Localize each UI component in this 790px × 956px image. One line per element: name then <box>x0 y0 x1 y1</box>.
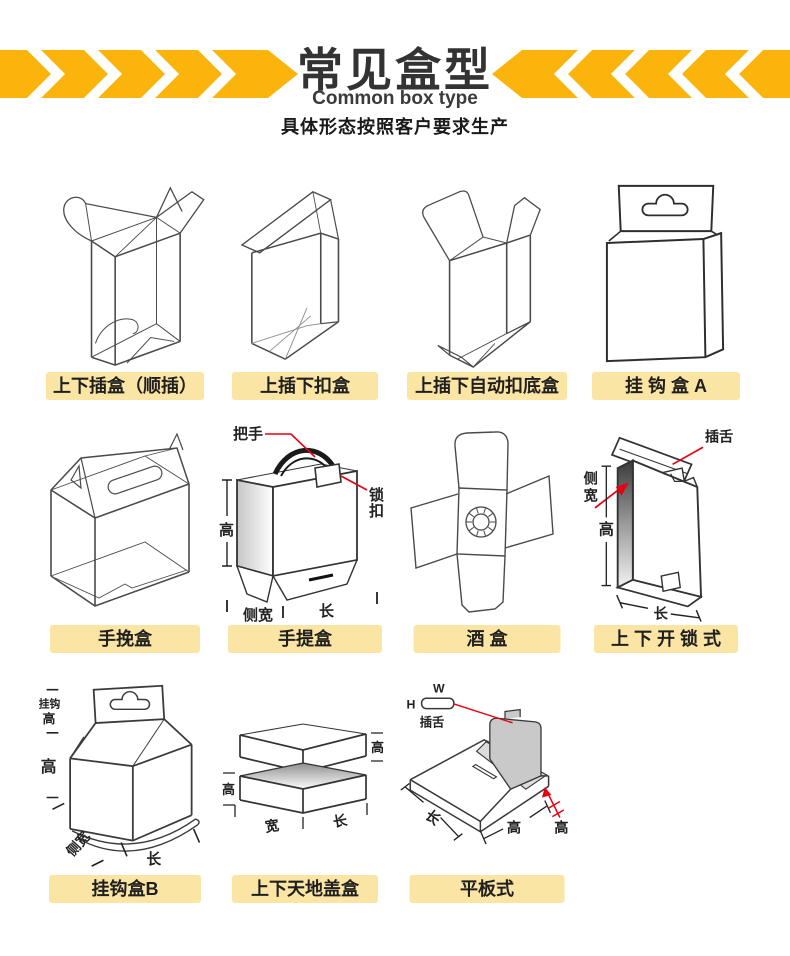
side-width-arrowhead <box>615 482 630 496</box>
box-type-badge: 上插下扣盒 <box>232 372 378 400</box>
hook-label: 挂钩 <box>39 697 61 710</box>
lid-height-label: 高 <box>371 740 384 755</box>
box-cell-hang-hook-a: 挂 钩 盒 A <box>576 178 756 400</box>
wine-box-illustration <box>410 431 554 613</box>
lock-label: 扣 <box>369 503 384 520</box>
box-cell-gable-handle: 手挽盒 <box>35 424 215 653</box>
hang-hook-box-b-illustration: 挂钩 高 高 侧宽 长 <box>39 684 201 868</box>
lock-leader-line <box>340 475 368 491</box>
tab-height-label: H <box>406 698 415 712</box>
side-width-label: 侧 <box>584 469 598 487</box>
flat-pack-box-illustration: W H 插舌 长 高 高 <box>400 682 568 845</box>
gable-handle-box-illustration <box>50 432 190 607</box>
page-note: 具体形态按照客户要求生产 <box>281 117 509 137</box>
auto-lock-bottom-box-illustration <box>422 190 541 368</box>
top-bottom-lock-box-illustration: 插舌 侧 宽 高 长 <box>583 428 734 623</box>
tuck-tongue-leader-line <box>453 703 513 724</box>
dim-height-label: 高 <box>507 819 521 837</box>
tuck-tongue-leader-line <box>672 446 704 466</box>
dim-width-label: 宽 <box>264 817 280 835</box>
box-cell-lid-base: 高 高 宽 长 上下天地盖盒 <box>215 676 395 903</box>
dim-side-width-label: 侧宽 <box>243 606 273 624</box>
box-cell-flat-pack: W H 插舌 长 高 高 平板式 <box>397 676 577 903</box>
handle-leader-line <box>265 433 316 458</box>
box-cell-top-bottom-lock: 插舌 侧 宽 高 长 上 下 开 锁 式 <box>576 424 756 653</box>
tuck-tongue-label: 插舌 <box>705 428 733 446</box>
page-subtitle: Common box type <box>312 88 478 109</box>
red-height-arrowhead <box>541 787 552 798</box>
side-width-label: 宽 <box>583 486 598 504</box>
hook-height-label: 高 <box>43 711 56 726</box>
handle-label: 把手 <box>233 425 263 443</box>
chevrons-left-icon <box>0 42 298 106</box>
lid-base-box-illustration: 高 高 宽 长 <box>222 723 384 835</box>
box-cell-tuck-top-snap-bottom: 上插下扣盒 <box>215 178 395 400</box>
chevrons-right-icon <box>492 42 790 106</box>
dim-length-label: 长 <box>422 806 445 829</box>
box-type-badge: 上下插盒（顺插） <box>46 372 204 400</box>
box-cell-tote-handle: 高 把手 锁 扣 侧宽 长 手提盒 <box>215 424 395 653</box>
box-type-badge: 上下天地盖盒 <box>232 875 378 903</box>
box-type-badge: 平板式 <box>409 875 565 903</box>
box-cell-hang-hook-b: 挂钩 高 高 侧宽 长 挂钩盒B <box>35 676 215 903</box>
dim-height-label: 高 <box>219 521 234 539</box>
box-type-badge: 挂钩盒B <box>49 875 201 903</box>
header-chevron-banner <box>0 42 790 106</box>
box-type-badge: 上插下自动扣底盒 <box>407 372 567 400</box>
box-type-badge: 手提盒 <box>228 625 382 653</box>
box-cell-tuck-top-auto-lock-bottom: 上插下自动扣底盒 <box>397 178 577 400</box>
tuck-tongue-label: 插舌 <box>420 715 445 730</box>
tuck-top-snap-bottom-box-illustration <box>240 190 340 361</box>
tote-handle-box-illustration: 高 把手 锁 扣 侧宽 长 <box>219 425 384 624</box>
side-width-arrow <box>594 488 621 509</box>
box-type-badge: 上 下 开 锁 式 <box>594 625 738 653</box>
tuck-top-bottom-box-illustration <box>63 186 205 366</box>
dim-height-label: 高 <box>41 757 57 776</box>
hang-hook-box-a-illustration <box>605 184 725 363</box>
dim-length-label: 长 <box>147 850 162 868</box>
red-height-label: 高 <box>554 819 568 837</box>
box-type-badge: 酒 盒 <box>413 625 561 653</box>
tab-width-label: W <box>433 682 445 696</box>
box-type-badge: 手挽盒 <box>50 625 200 653</box>
dim-length-label: 长 <box>332 812 350 830</box>
dim-height-label: 高 <box>599 520 614 538</box>
lock-label: 锁 <box>369 486 384 504</box>
box-cell-wine: 酒 盒 <box>397 424 577 653</box>
box-type-badge: 挂 钩 盒 A <box>592 372 740 400</box>
box-cell-tuck-top-bottom: 上下插盒（顺插） <box>35 178 215 400</box>
dim-length-label: 长 <box>319 602 335 620</box>
base-height-label: 高 <box>222 782 235 797</box>
page-title: 常见盒型 <box>297 44 493 96</box>
tuck-tab-icon <box>420 697 455 710</box>
dim-length-label: 长 <box>654 605 669 623</box>
